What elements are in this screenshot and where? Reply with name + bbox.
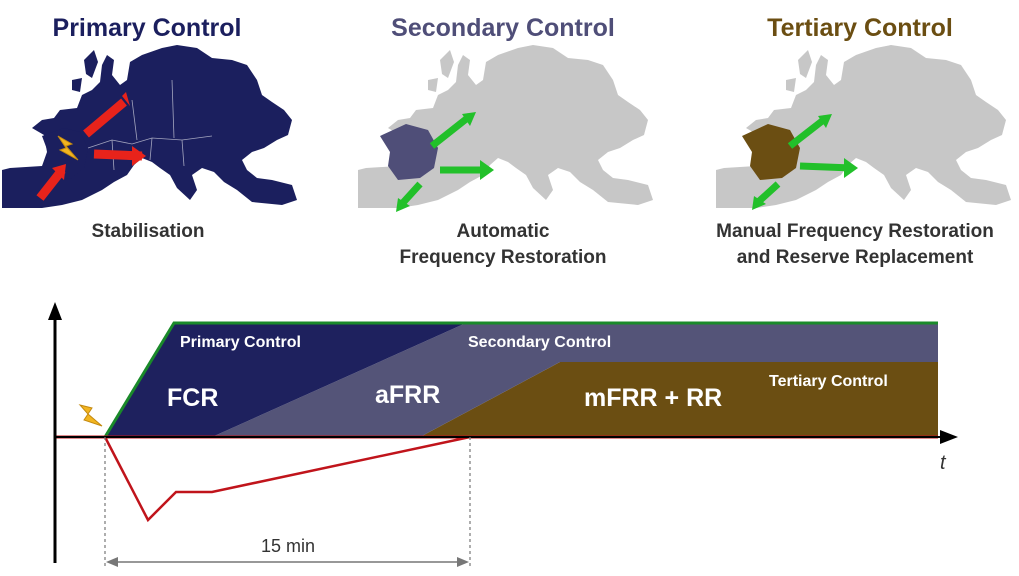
map-region-france — [42, 128, 88, 180]
map-primary — [2, 45, 297, 208]
duration-label: 15 min — [261, 536, 315, 556]
y-axis-arrow — [48, 302, 62, 320]
panel-title-secondary: Secondary Control — [391, 14, 615, 42]
panel-title-tertiary: Tertiary Control — [767, 14, 953, 42]
arrows-tertiary — [752, 114, 858, 210]
x-axis-arrow — [940, 430, 958, 444]
band-abbrev-fcr: FCR — [167, 384, 218, 412]
x-axis-label: t — [940, 452, 947, 474]
lightning-icon — [57, 135, 79, 161]
envelope-line — [103, 321, 938, 438]
band-tertiary — [420, 362, 938, 437]
band-primary — [105, 323, 466, 437]
band-abbrev-afrr: aFRR — [375, 381, 440, 409]
band-label-secondary: Secondary Control — [468, 334, 611, 351]
band-label-primary: Primary Control — [180, 334, 301, 351]
arrows-secondary — [396, 112, 494, 212]
frequency-deviation-line — [103, 435, 471, 523]
panel-title-primary: Primary Control — [52, 14, 242, 42]
map-region-france — [742, 124, 800, 180]
duration-arrow-right — [457, 557, 469, 567]
map-region-europe — [716, 45, 1011, 208]
band-secondary — [212, 323, 938, 437]
map-tertiary — [716, 45, 1011, 210]
timeline-chart: t 15 min Primary Control Secondary Contr… — [48, 302, 958, 567]
map-region-france — [380, 124, 438, 180]
arrows-primary — [36, 92, 146, 201]
band-abbrev-mfrr-rr: mFRR + RR — [584, 384, 722, 412]
panel-caption-primary: Stabilisation — [91, 221, 205, 242]
duration-arrow-left — [106, 557, 118, 567]
map-secondary — [358, 45, 653, 212]
band-label-tertiary: Tertiary Control — [769, 373, 888, 390]
lightning-icon — [78, 404, 103, 427]
